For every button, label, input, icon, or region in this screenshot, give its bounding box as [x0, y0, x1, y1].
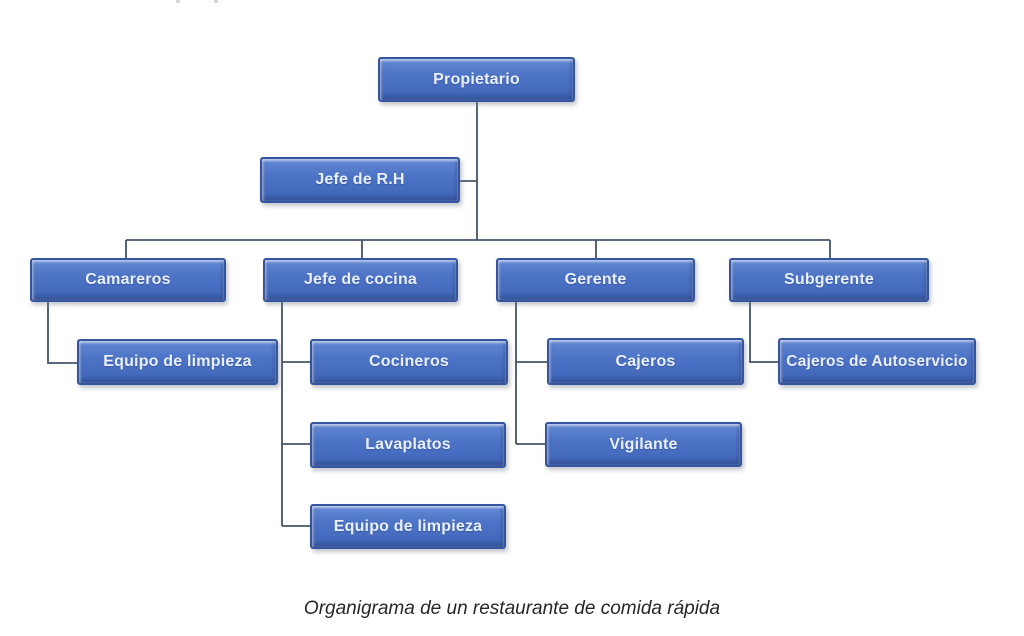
org-node-cajeros-autoservicio: Cajeros de Autoservicio	[778, 338, 976, 385]
org-node-subgerente: Subgerente	[729, 258, 929, 302]
org-node-jefe-rh: Jefe de R.H	[260, 157, 460, 203]
org-node-cocineros: Cocineros	[310, 339, 508, 385]
connector-subgerente-hang	[749, 302, 778, 363]
org-node-lavaplatos: Lavaplatos	[310, 422, 506, 468]
connector-camareros-hang	[47, 302, 77, 364]
org-node-camareros: Camareros	[30, 258, 226, 302]
diagram-caption: Organigrama de un restaurante de comida …	[303, 598, 721, 619]
org-node-jefe-cocina: Jefe de cocina	[263, 258, 458, 302]
org-node-cajeros: Cajeros	[547, 338, 744, 385]
org-node-propietario: Propietario	[378, 57, 575, 102]
org-node-equipo-limpieza-cocina: Equipo de limpieza	[310, 504, 506, 549]
org-node-vigilante: Vigilante	[545, 422, 742, 467]
org-node-gerente: Gerente	[496, 258, 695, 302]
org-node-equipo-limpieza-camareros: Equipo de limpieza	[77, 339, 278, 385]
cropped-text-artifact	[176, 0, 226, 4]
